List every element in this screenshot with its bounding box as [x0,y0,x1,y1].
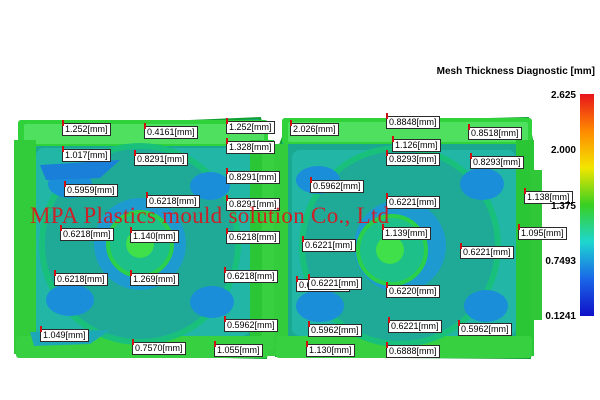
thickness-label[interactable]: 1.126[mm] [392,136,441,152]
thickness-label[interactable]: 2.026[mm] [290,120,339,136]
thickness-label[interactable]: 1.130[mm] [306,341,355,357]
scale-max-label: 2.625 [550,90,576,101]
thickness-label[interactable]: 0.6221[mm] [460,243,514,259]
thickness-label[interactable]: 1.095[mm] [518,224,567,240]
scale-min-label: 0.1241 [545,311,576,322]
thickness-label[interactable]: 0.8848[mm] [386,113,440,129]
thickness-label[interactable]: 0.5962[mm] [308,321,362,337]
thickness-label[interactable]: 0.8518[mm] [468,124,522,140]
thickness-label[interactable]: 0.6221[mm] [386,193,440,209]
thickness-label[interactable]: 0.6218[mm] [226,228,280,244]
thickness-label[interactable]: 1.055[mm] [214,341,263,357]
thickness-label[interactable]: 0.8291[mm] [226,195,280,211]
thickness-label[interactable]: 1.139[mm] [382,224,431,240]
thickness-label[interactable]: 1.017[mm] [62,146,111,162]
thickness-label[interactable]: 1.269[mm] [130,270,179,286]
thickness-label[interactable]: 0.6221[mm] [388,317,442,333]
thickness-label[interactable]: 1.252[mm] [62,120,111,136]
scale-tick-label: 0.7493 [545,256,576,267]
thickness-label[interactable]: 0.5962[mm] [224,316,278,332]
thickness-label[interactable]: 0.4161[mm] [144,123,198,139]
thickness-label[interactable]: 0.5962[mm] [458,320,512,336]
color-scale-bar [580,94,594,316]
thickness-label[interactable]: 0.8291[mm] [226,168,280,184]
thickness-label[interactable]: 0.6221[mm] [308,274,362,290]
thickness-label[interactable]: 0.6221[mm] [302,236,356,252]
thickness-label[interactable]: 0.6888[mm] [386,342,440,358]
thickness-label[interactable]: 0.6218[mm] [146,192,200,208]
thickness-label[interactable]: 0.7570[mm] [132,339,186,355]
thickness-label[interactable]: 0.6220[mm] [386,282,440,298]
thickness-label[interactable]: 1.140[mm] [130,227,179,243]
thickness-label[interactable]: 1.138[mm] [524,188,573,204]
thickness-label[interactable]: 0.8293[mm] [386,150,440,166]
thickness-label[interactable]: 0.8293[mm] [470,153,524,169]
thickness-label[interactable]: 0.5962[mm] [310,177,364,193]
scale-tick-label: 1.375 [550,201,576,212]
hinge [262,140,274,350]
thickness-label[interactable]: 0.6218[mm] [224,267,278,283]
thickness-label[interactable]: 1.049[mm] [40,326,89,342]
thickness-label[interactable]: 1.328[mm] [226,138,275,154]
thickness-label[interactable]: 0.6218[mm] [54,270,108,286]
thickness-label[interactable]: 0.8291[mm] [134,150,188,166]
thickness-label[interactable]: 1.252[mm] [226,118,275,134]
watermark-text: MPA Plastics mould solution Co., Ltd [30,203,390,228]
scale-tick-label: 2.000 [550,145,576,156]
thickness-label[interactable]: 0.5959[mm] [64,181,118,197]
thickness-label[interactable]: 0.6218[mm] [60,225,114,241]
legend-title: Mesh Thickness Diagnostic [mm] [436,66,595,77]
